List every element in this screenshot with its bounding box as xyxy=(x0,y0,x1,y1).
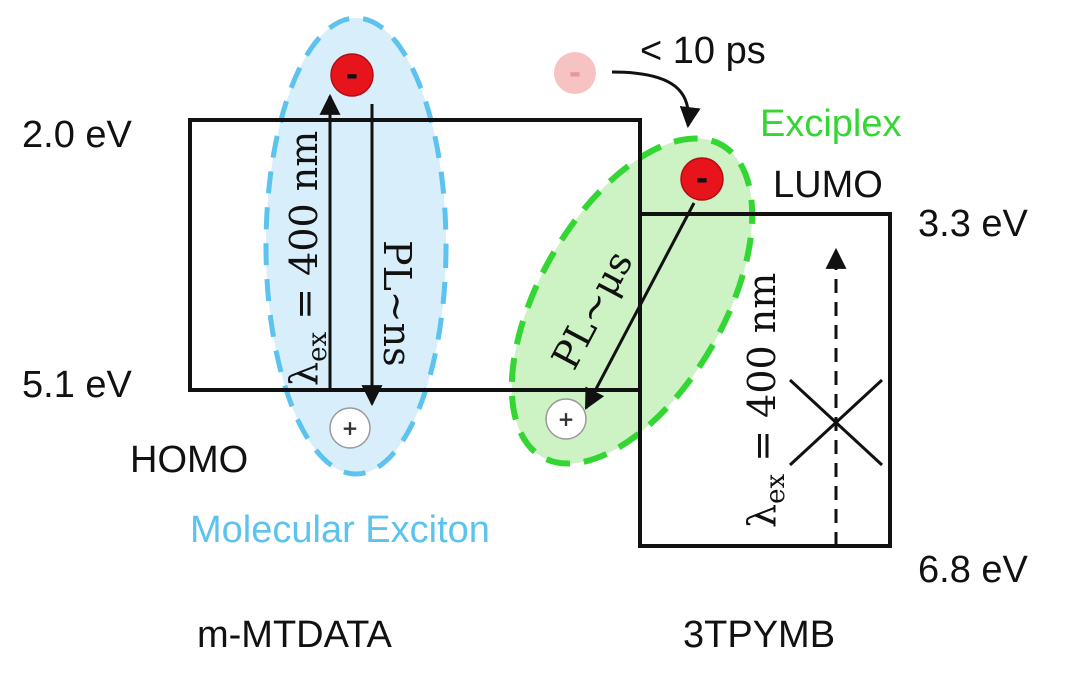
electron-icon-faded: - xyxy=(554,52,596,94)
electron-icon-donor: - xyxy=(330,53,374,97)
electron-icon-exciplex: - xyxy=(680,157,724,201)
homo-label: HOMO xyxy=(130,439,248,481)
svg-text:-: - xyxy=(569,56,581,91)
svg-text:+: + xyxy=(558,407,575,431)
acceptor-energy-box xyxy=(638,212,892,548)
cross-icon xyxy=(788,378,884,467)
donor-lumo-energy: 2.0 eV xyxy=(22,114,133,156)
donor-excitation-label: λex = 400 nm xyxy=(282,131,333,386)
molecular-exciton-ellipse xyxy=(263,15,449,477)
svg-text:-: - xyxy=(696,162,708,197)
lumo-label: LUMO xyxy=(773,164,883,206)
acceptor-excitation-label: λex = 400 nm xyxy=(740,273,791,528)
donor-material-label: m-MTDATA xyxy=(197,614,393,656)
molecular-exciton-label: Molecular Exciton xyxy=(190,509,490,551)
acceptor-homo-energy: 6.8 eV xyxy=(918,549,1029,591)
acceptor-material-label: 3TPYMB xyxy=(683,614,835,656)
hole-icon-exciplex: + xyxy=(545,398,587,440)
exciplex-pl-arrow xyxy=(584,202,696,410)
transfer-time-label: < 10 ps xyxy=(640,30,766,72)
svg-text:-: - xyxy=(346,58,358,93)
exciplex-label: Exciplex xyxy=(760,103,902,145)
transfer-arrow xyxy=(611,70,701,129)
hole-icon-donor: + xyxy=(329,407,371,449)
donor-homo-energy: 5.1 eV xyxy=(22,364,133,406)
svg-text:+: + xyxy=(342,416,359,440)
acceptor-lumo-energy: 3.3 eV xyxy=(918,203,1029,245)
exciplex-ellipse xyxy=(508,135,756,467)
donor-pl-label: PL~ns xyxy=(375,240,419,367)
